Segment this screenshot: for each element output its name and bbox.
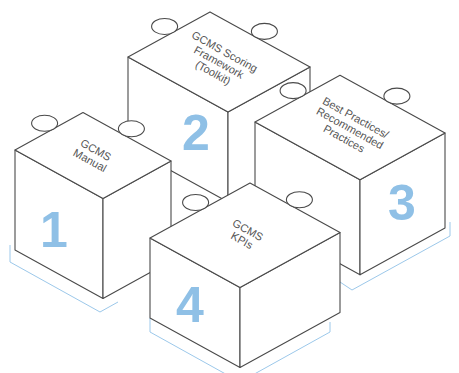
- puzzle-tab: [32, 115, 58, 131]
- puzzle-tab: [118, 121, 144, 137]
- puzzle-tab: [251, 23, 277, 39]
- puzzle-piece-node: GCMS KPIs4: [150, 171, 340, 368]
- puzzle-tab: [183, 195, 209, 211]
- puzzle-tab: [152, 18, 178, 34]
- puzzle-tab: [384, 88, 410, 104]
- piece-title: GCMS KPIs: [215, 211, 276, 259]
- piece-title: GCMS Scoring Framework (Toolkit): [177, 28, 261, 96]
- piece-number: 4: [176, 280, 204, 330]
- piece-face: [150, 183, 340, 288]
- puzzle-piece: [150, 183, 340, 368]
- puzzle-piece-node: GCMS Manual 1: [15, 101, 171, 299]
- piece-face: [255, 75, 445, 180]
- puzzle-piece: [15, 113, 171, 299]
- piece-face: [15, 113, 171, 199]
- piece-number: 2: [182, 108, 210, 158]
- piece-title: Best Practices/ Recommended Practices: [305, 91, 396, 163]
- puzzle-tab: [286, 192, 312, 208]
- puzzle-tab: [280, 83, 306, 99]
- piece-face: [128, 12, 310, 112]
- puzzle-piece-node: Best Practices/ Recommended Practices 3: [255, 63, 445, 275]
- piece-number: 1: [40, 205, 68, 255]
- puzzle-piece-node: GCMS Scoring Framework (Toolkit) 2: [128, 0, 310, 202]
- piece-number: 3: [388, 178, 416, 228]
- piece-title: GCMS Manual: [58, 129, 127, 182]
